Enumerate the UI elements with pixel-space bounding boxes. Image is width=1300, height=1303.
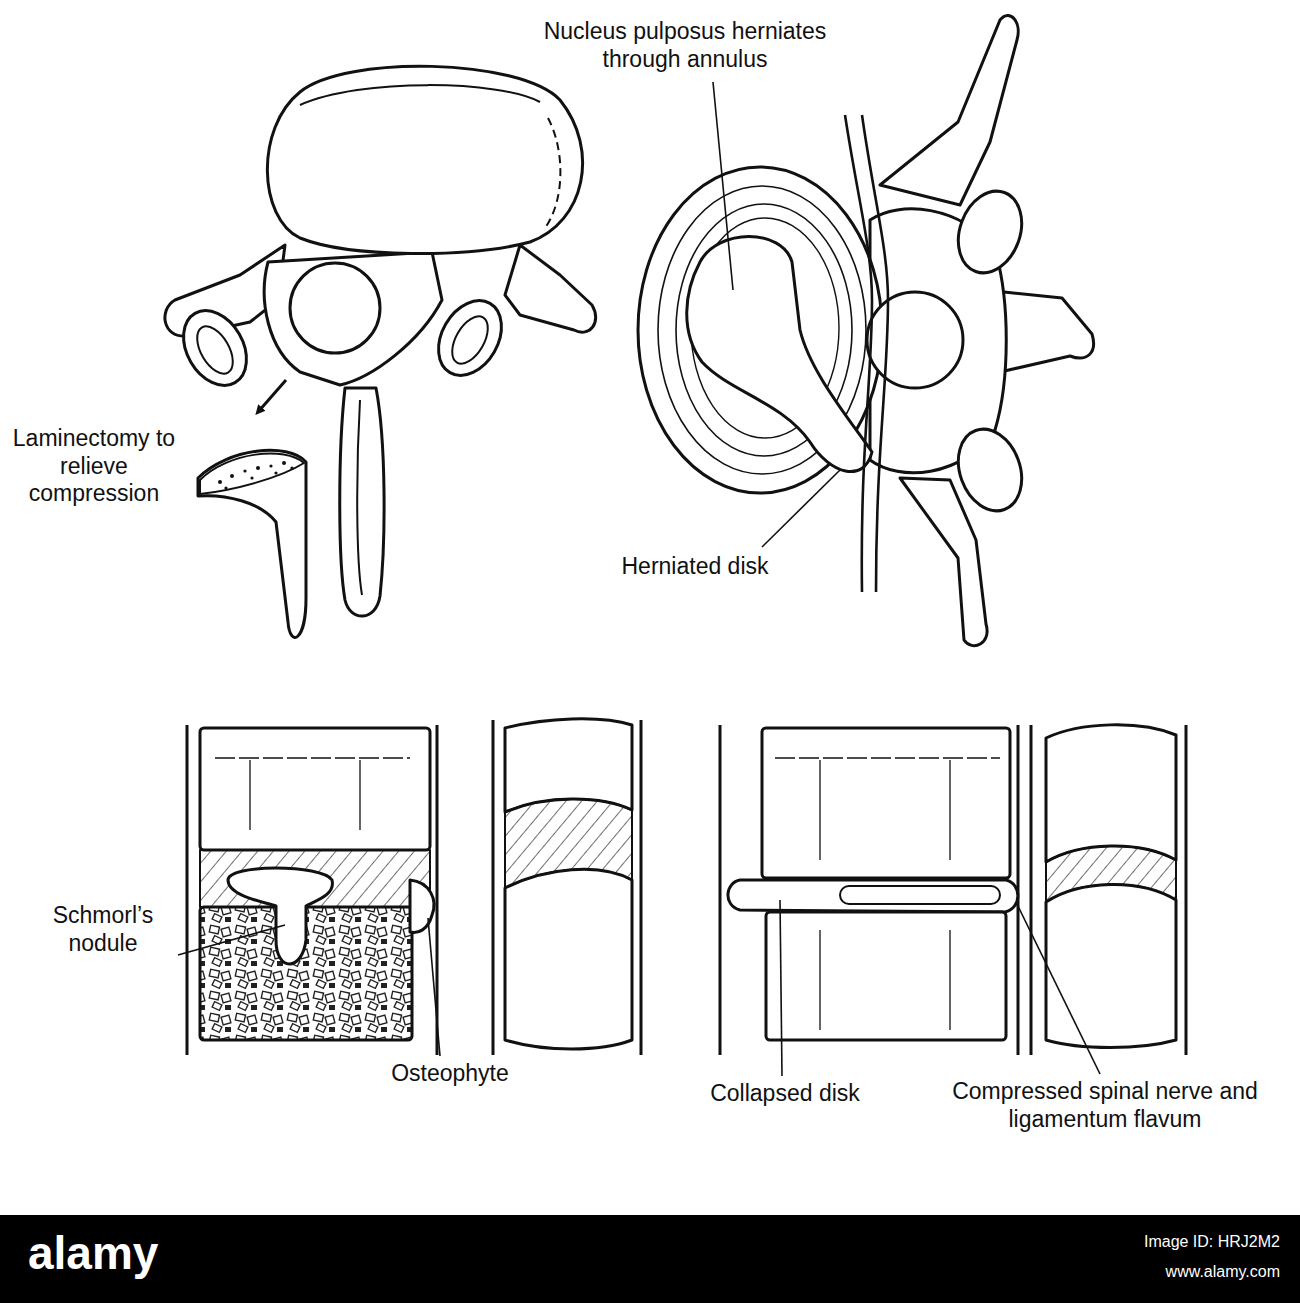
watermark-text: Image ID: HRJ2M2 <box>960 1232 1280 1251</box>
part-label: Nucleus pulposus herniates through annul… <box>520 18 850 73</box>
part-label: Osteophyte <box>375 1060 525 1088</box>
part-label: Schmorl’s nodule <box>28 902 178 957</box>
part-label: Herniated disk <box>600 553 790 581</box>
watermark-text: alamy <box>28 1226 248 1281</box>
part-label: Compressed spinal nerve and ligamentum f… <box>930 1078 1280 1133</box>
watermark-text: www.alamy.com <box>960 1262 1280 1281</box>
part-label: Collapsed disk <box>670 1080 900 1108</box>
part-label: Laminectomy to relieve compression <box>4 425 184 508</box>
